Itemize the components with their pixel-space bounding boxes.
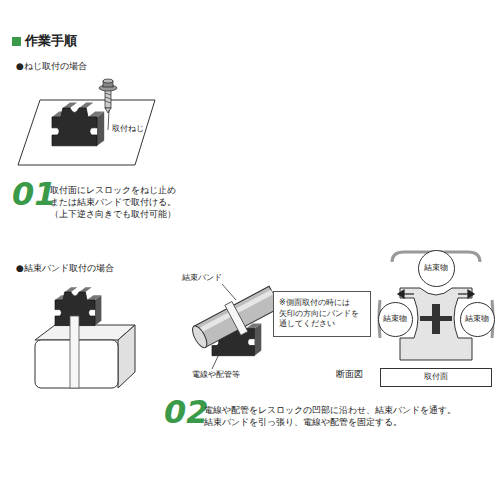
bundle-circle: 結束物 [460, 302, 495, 337]
direction-arrow [398, 290, 414, 298]
callout-label: 電線や配管等 [192, 370, 240, 381]
bundle-circle: 結束物 [378, 302, 413, 337]
screw-mount-illustration [18, 79, 155, 165]
title-mark [12, 37, 21, 46]
leader-line [212, 352, 220, 369]
view-label: 断面図 [336, 368, 363, 380]
pipe-binding-illustration [188, 283, 283, 369]
pipe [194, 286, 280, 347]
step-text: 電線や配管をレスロックの凹部に沿わせ、結束バンドを通す。 結束バンドを引っ張り、… [204, 404, 476, 428]
callout-label: 取付ねじ [112, 124, 144, 135]
direction-arrow [458, 290, 474, 298]
leader-line [108, 110, 109, 130]
mounting-surface: 取付面 [380, 368, 492, 387]
leader-line [222, 284, 236, 300]
node-text: 結束物 [383, 314, 407, 324]
node-text: 結束物 [424, 263, 448, 273]
step-number: 01 [12, 178, 57, 210]
node-text: 取付面 [424, 372, 448, 382]
callout-label: 結束バンド [182, 273, 222, 284]
step-text: 取付面にレスロックをねじ止め または結束バンドで取付ける。 （上下逆さ向きでも取… [50, 184, 200, 220]
note-box: ※側面取付の時には 矢印の方向にバンドを 通してください [273, 291, 371, 337]
case-heading: ●結束バンド取付の場合 [16, 262, 114, 274]
cable-tie [70, 316, 79, 388]
bundle-circle: 結束物 [418, 250, 455, 287]
cable-tie [225, 302, 248, 336]
band-mount-illustration [35, 287, 135, 388]
cross-section [379, 252, 493, 360]
case-heading: ●ねじ取付の場合 [16, 60, 87, 72]
node-text: 結束物 [465, 314, 489, 324]
mounting-screw [99, 79, 117, 113]
section-title: 作業手順 [25, 33, 77, 50]
node-text: ※側面取付の時には 矢印の方向にバンドを 通してください [279, 298, 365, 329]
step-number: 02 [164, 396, 209, 428]
